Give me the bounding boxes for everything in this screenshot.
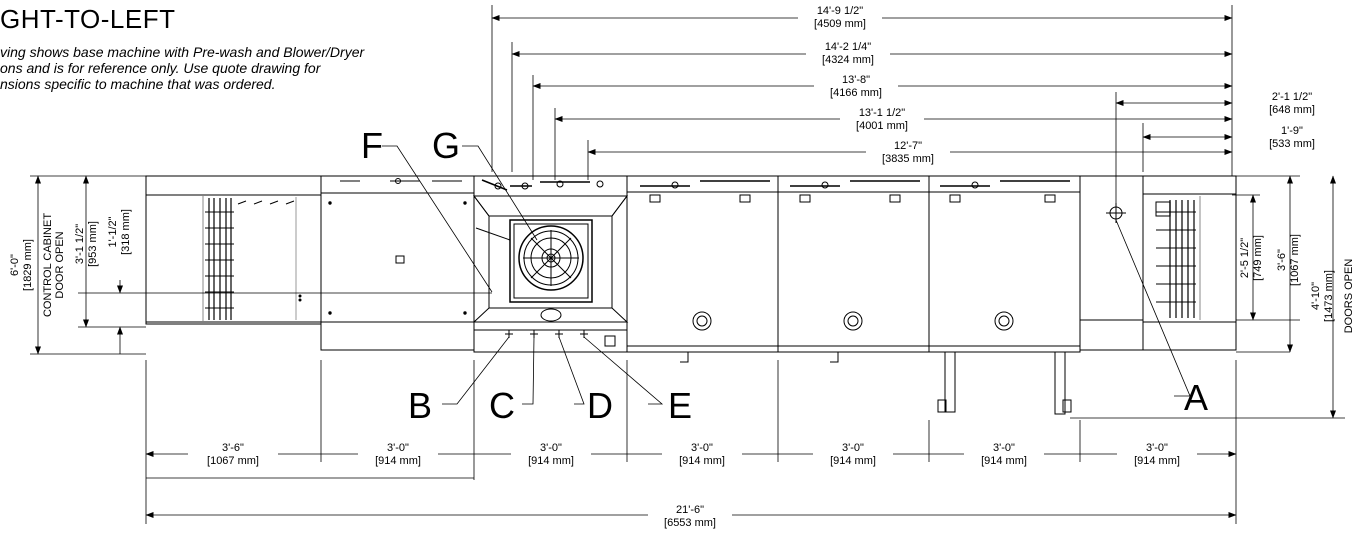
dim-4-10-label: 4'-10" [1310, 282, 1322, 310]
reference-note: ving shows base machine with Pre-wash an… [0, 44, 365, 92]
wash-tank-3 [928, 175, 1081, 353]
callout-b: B [408, 385, 432, 426]
section-2-ft: 3'-0" [387, 442, 409, 454]
dim-1-1-mm: [318 mm] [120, 209, 132, 255]
dim-3-1-label: 3'-1 1/2" [74, 224, 86, 264]
blower-drain [540, 308, 562, 322]
unload-conveyor-rails [1169, 200, 1195, 318]
dim-2-1-mm: [648 mm] [1269, 104, 1315, 116]
dim-12-7-mm: [3835 mm] [882, 153, 934, 165]
blower-fan [518, 225, 584, 291]
dim-13-8-mm: [4166 mm] [830, 87, 882, 99]
top-dimensions [491, 5, 1233, 205]
dim-13-8-label: 13'-8" [842, 74, 870, 86]
section-4-mm: [914 mm] [679, 455, 725, 467]
section-3-ft: 3'-0" [540, 442, 562, 454]
doors-open-label: DOORS OPEN [1343, 259, 1355, 334]
target-symbol-a [1106, 203, 1126, 223]
dim-14-2-mm: [4324 mm] [822, 54, 874, 66]
dim-14-2-label: 14'-2 1/4" [825, 41, 871, 53]
doors-open-legs [937, 351, 1072, 415]
note-line-2: ons and is for reference only. Use quote… [0, 60, 321, 76]
dim-13-1-label: 13'-1 1/2" [859, 107, 905, 119]
machine-outline [145, 175, 1237, 415]
note-line-1: ving shows base machine with Pre-wash an… [0, 44, 365, 60]
section-6-mm: [914 mm] [981, 455, 1027, 467]
total-length-mm: [6553 mm] [664, 517, 716, 529]
dim-1-9-mm: [533 mm] [1269, 138, 1315, 150]
callout-f: F [361, 125, 383, 166]
callout-d: D [587, 385, 613, 426]
note-line-3: nsions specific to machine that was orde… [0, 76, 276, 92]
control-cabinet-label: CONTROL CABINET [42, 213, 54, 317]
load-conveyor-rails [208, 198, 232, 320]
dim-14-9-label: 14'-9 1/2" [817, 5, 863, 17]
dim-14-9-mm: [4509 mm] [814, 18, 866, 30]
callout-g: G [432, 125, 460, 166]
dim-3-6-mm: [1067 mm] [1289, 234, 1301, 286]
dim-13-1-mm: [4001 mm] [856, 120, 908, 132]
unload-section [1079, 175, 1144, 351]
left-dimension-labels: 6'-0" [1829 mm] CONTROL CABINET DOOR OPE… [9, 209, 132, 317]
dim-1-1-label: 1'-1/2" [107, 216, 119, 247]
dim-4-10-mm: [1473 mm] [1323, 270, 1335, 322]
section-7-ft: 3'-0" [1146, 442, 1168, 454]
load-section [145, 175, 322, 325]
callout-leaders [382, 145, 1191, 405]
section-3-mm: [914 mm] [528, 455, 574, 467]
section-2-mm: [914 mm] [375, 455, 421, 467]
door-open-label: DOOR OPEN [54, 231, 66, 298]
dim-2-5-label: 2'-5 1/2" [1239, 238, 1251, 278]
section-dimension-labels: 3'-6" [1067 mm] 3'-0" [914 mm] 3'-0" [91… [188, 440, 1197, 530]
dim-3-6-label: 3'-6" [1276, 249, 1288, 271]
total-length-ft: 21'-6" [676, 504, 704, 516]
dim-6-0-mm: [1829 mm] [22, 239, 34, 291]
left-dimensions [30, 175, 492, 355]
right-dimension-labels: 2'-5 1/2" [749 mm] 3'-6" [1067 mm] 4'-10… [1239, 234, 1355, 333]
dim-2-1-label: 2'-1 1/2" [1272, 91, 1312, 103]
callout-a: A [1184, 377, 1208, 418]
callout-c: C [489, 385, 515, 426]
drawing-title: GHT-TO-LEFT [0, 4, 176, 34]
callout-e: E [668, 385, 692, 426]
dim-6-0-label: 6'-0" [9, 254, 21, 276]
dim-12-7-label: 12'-7" [894, 140, 922, 152]
blower-housing [509, 219, 593, 303]
prewash-window [395, 255, 405, 264]
section-1-ft: 3'-6" [222, 442, 244, 454]
section-5-ft: 3'-0" [842, 442, 864, 454]
top-dimension-labels: 14'-9 1/2" [4509 mm] 14'-2 1/4" [4324 mm… [798, 5, 1315, 165]
wash-tank-1 [626, 175, 779, 363]
dim-1-9-label: 1'-9" [1281, 125, 1303, 137]
connection-markers [505, 330, 588, 338]
wash-tank-2 [777, 175, 930, 363]
section-7-mm: [914 mm] [1134, 455, 1180, 467]
section-6-ft: 3'-0" [993, 442, 1015, 454]
section-4-ft: 3'-0" [691, 442, 713, 454]
dim-2-5-mm: [749 mm] [1252, 235, 1264, 281]
right-dimensions [1070, 175, 1345, 419]
callout-letters: F G B C D E A [361, 125, 1208, 426]
section-5-mm: [914 mm] [830, 455, 876, 467]
section-1-mm: [1067 mm] [207, 455, 259, 467]
dim-3-1-mm: [953 mm] [87, 221, 99, 267]
